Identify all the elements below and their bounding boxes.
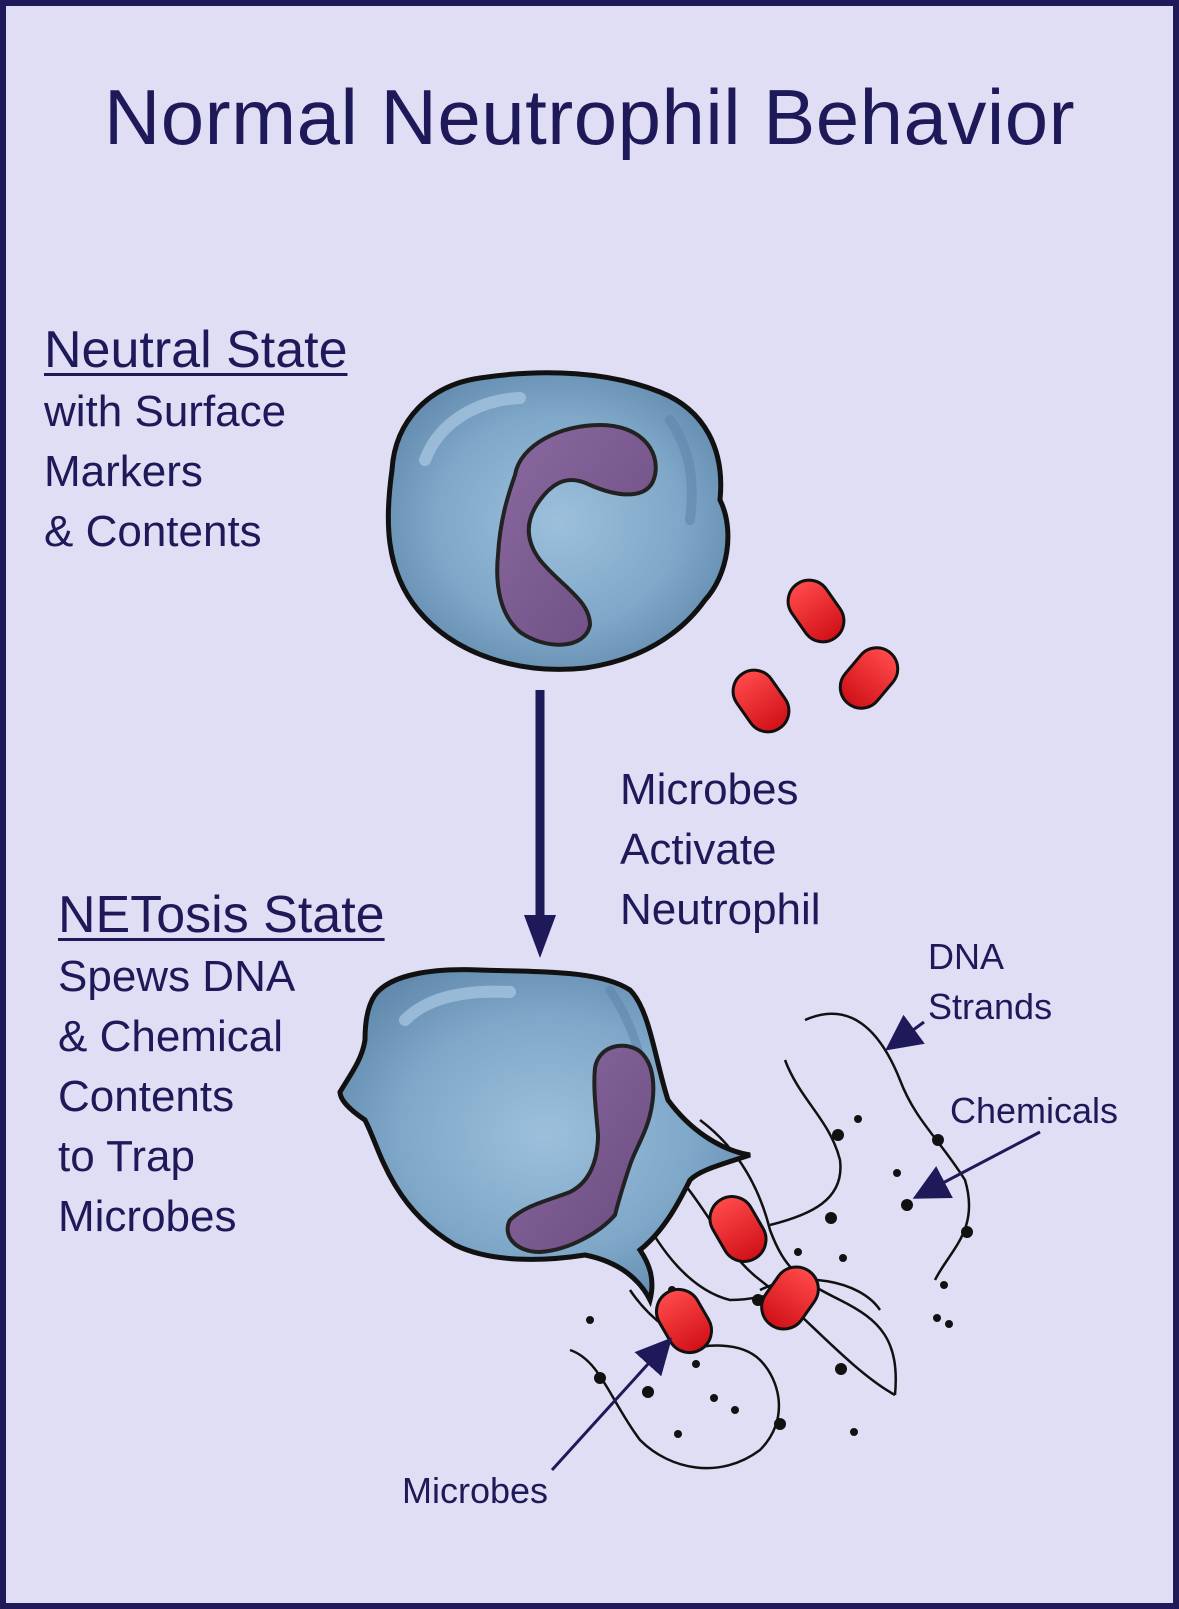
trapped-microbe <box>655 1287 713 1355</box>
neutral-nucleus <box>495 422 658 647</box>
transition-line: Activate <box>620 825 777 874</box>
netosis-state-line: to Trap <box>58 1132 195 1181</box>
neutral-state-line: with Surface <box>44 387 287 436</box>
netosis-state-text: NETosis State Spews DNA & Chemical Conte… <box>58 883 385 1247</box>
transition-line: Microbes <box>620 765 799 814</box>
free-microbe <box>838 646 900 710</box>
neutral-state-line: & Contents <box>44 507 262 556</box>
dna-pointer-arrow <box>885 1014 925 1051</box>
transition-text: Microbes Activate Neutrophil <box>620 760 821 940</box>
neutral-state-heading: Neutral State <box>44 321 348 379</box>
dna-strands-label-line: Strands <box>928 986 1053 1027</box>
chemicals-pointer-arrow <box>912 1130 1041 1199</box>
microbes-pointer-arrow <box>550 1337 673 1472</box>
netosis-state-heading: NETosis State <box>58 886 385 944</box>
dna-strands-label: DNA Strands <box>928 932 1052 1032</box>
dna-strands-label-line: DNA <box>928 936 1005 977</box>
free-microbe <box>731 668 791 734</box>
trapped-microbe <box>760 1265 820 1331</box>
netosis-neutrophil-cell <box>337 967 751 1308</box>
neutral-state-line: Markers <box>44 447 203 496</box>
transition-line: Neutrophil <box>620 885 821 934</box>
chemical-dots <box>586 1115 973 1438</box>
netosis-state-line: Microbes <box>58 1192 237 1241</box>
trapped-microbe <box>708 1195 768 1263</box>
chemicals-label: Chemicals <box>950 1090 1119 1131</box>
transition-arrow <box>524 690 556 958</box>
netosis-state-line: Contents <box>58 1072 235 1121</box>
neutral-neutrophil-cell <box>385 370 731 672</box>
free-microbe <box>786 578 846 644</box>
netosis-nucleus <box>505 1043 656 1255</box>
diagram-title: Normal Neutrophil Behavior <box>103 73 1076 161</box>
netosis-state-line: Spews DNA <box>58 952 296 1001</box>
neutral-state-text: Neutral State with Surface Markers & Con… <box>44 318 348 562</box>
microbes-label: Microbes <box>402 1470 549 1511</box>
netosis-state-line: & Chemical <box>58 1012 283 1061</box>
